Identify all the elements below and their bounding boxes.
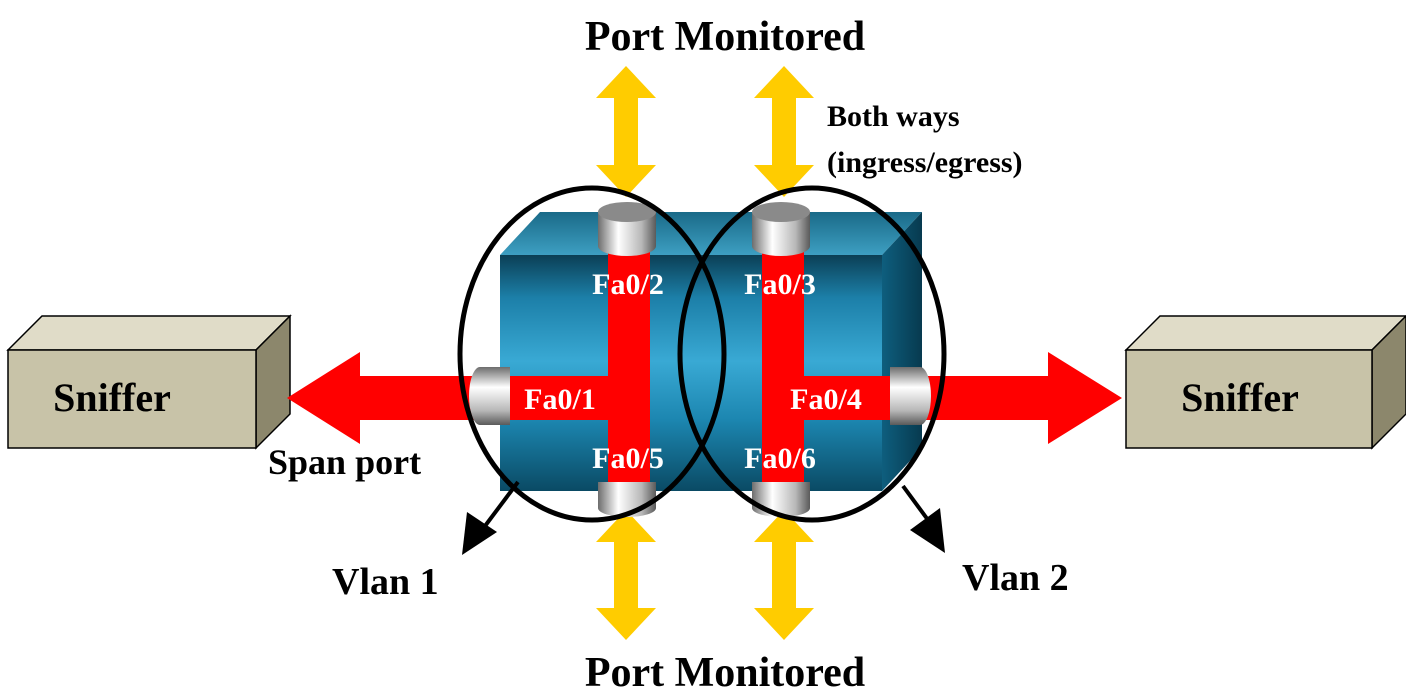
port-connectors xyxy=(469,202,931,517)
port-label-fa0-1: Fa0/1 xyxy=(524,383,596,416)
connector-fa0-1 xyxy=(469,367,510,425)
span-port-label: Span port xyxy=(268,442,421,482)
vlan1-circle xyxy=(457,185,727,523)
span-paths xyxy=(287,245,1122,490)
vlan1-label: Vlan 1 xyxy=(332,561,439,603)
vlan2-circle xyxy=(677,185,947,523)
left-sniffer: Sniffer xyxy=(6,314,292,450)
vlan-circles xyxy=(457,185,947,523)
left-sniffer-top xyxy=(6,315,292,351)
port-label-fa0-6: Fa0/6 xyxy=(744,442,816,475)
right-sniffer-label: Sniffer xyxy=(1181,375,1299,420)
top-arrow-fa0-2 xyxy=(596,66,656,197)
monitored-arrows xyxy=(596,66,814,640)
vlan2-pointer-head xyxy=(910,508,945,553)
connector-fa0-5 xyxy=(598,482,656,517)
port-label-fa0-5: Fa0/5 xyxy=(592,442,664,475)
port-label-fa0-2: Fa0/2 xyxy=(592,268,664,301)
vlan2-label: Vlan 2 xyxy=(962,557,1069,599)
top-port-monitored-label: Port Monitored xyxy=(585,14,865,60)
vlan1-pointer-line xyxy=(480,480,520,532)
connector-fa0-4 xyxy=(890,367,931,425)
span-arrow-left xyxy=(287,352,650,444)
port-labels: Fa0/2 Fa0/3 Fa0/1 Fa0/4 Fa0/5 Fa0/6 xyxy=(524,268,862,475)
right-sniffer-top xyxy=(1124,315,1406,351)
vlan-pointers xyxy=(462,480,945,555)
both-ways-label-line2: (ingress/egress) xyxy=(827,146,1023,179)
vlan2-pointer-line xyxy=(901,484,930,522)
top-arrow-fa0-3 xyxy=(754,66,814,197)
switch xyxy=(500,212,922,491)
bottom-arrow-fa0-6 xyxy=(754,510,814,640)
connector-fa0-6 xyxy=(752,482,810,517)
bottom-port-monitored-label: Port Monitored xyxy=(585,650,865,691)
left-sniffer-label: Sniffer xyxy=(53,375,171,420)
bottom-arrow-fa0-5 xyxy=(596,510,656,640)
span-path-fa0-3-6 xyxy=(762,245,804,490)
vlan1-pointer-head xyxy=(462,512,497,555)
connector-fa0-3 xyxy=(752,202,810,256)
port-label-fa0-4: Fa0/4 xyxy=(790,383,862,416)
span-arrow-right xyxy=(762,352,1122,444)
right-sniffer: Sniffer xyxy=(1124,314,1406,450)
port-label-fa0-3: Fa0/3 xyxy=(744,268,816,301)
both-ways-label-line1: Both ways xyxy=(827,100,960,133)
span-path-fa0-2-5 xyxy=(608,245,650,490)
left-sniffer-face xyxy=(7,349,257,449)
connector-fa0-2 xyxy=(598,202,656,256)
right-sniffer-face xyxy=(1125,349,1373,449)
